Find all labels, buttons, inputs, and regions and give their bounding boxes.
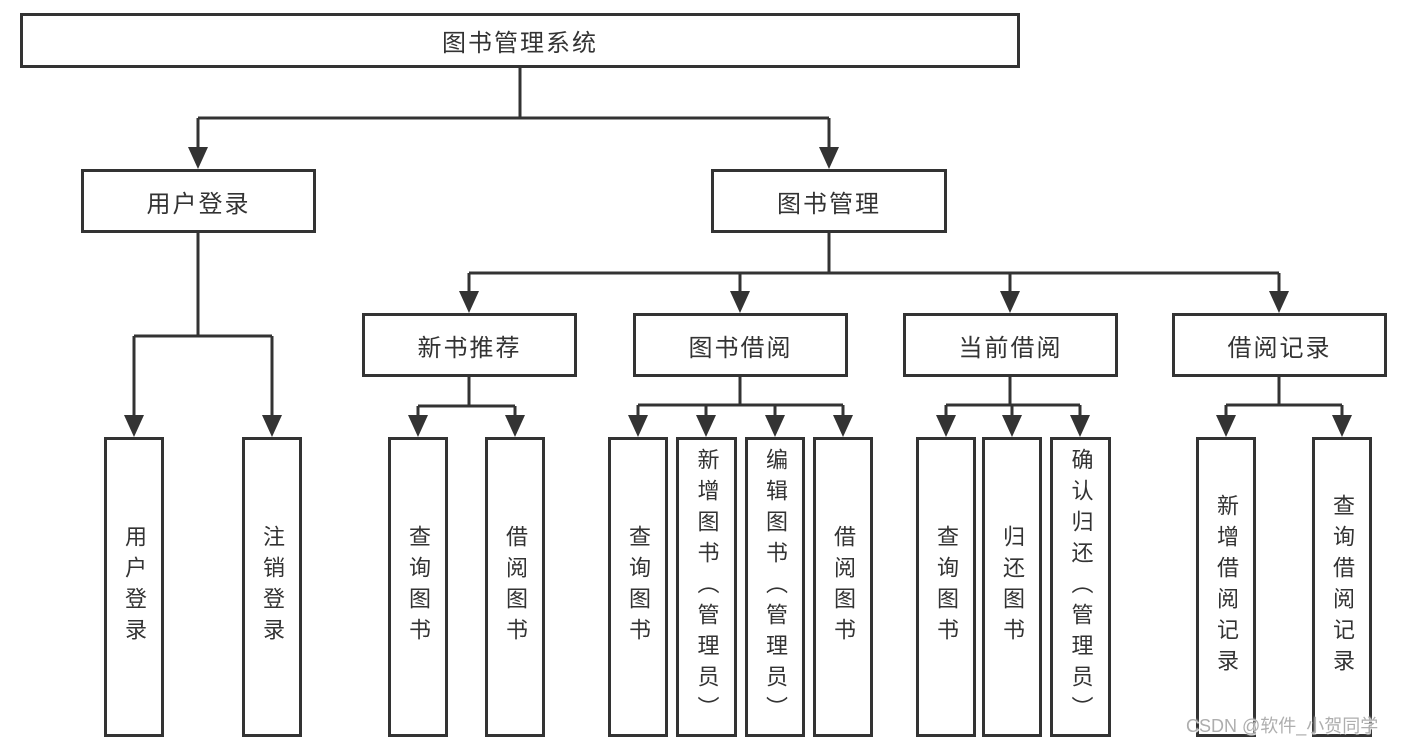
node-borrow-records: 借阅记录 [1172, 313, 1387, 377]
leaf-query-books-borrowing: 查询图书 [608, 437, 668, 737]
node-user-login: 用户登录 [81, 169, 316, 233]
leaf-query-borrow-record: 查询借阅记录 [1312, 437, 1372, 737]
node-library-system: 图书管理系统 [20, 13, 1020, 68]
connector-book-management [459, 233, 1289, 313]
connector-root-to-level2 [188, 68, 839, 169]
node-new-book-recommend: 新书推荐 [362, 313, 577, 377]
leaf-query-books-recommend: 查询图书 [388, 437, 448, 737]
connector-book-borrowing [628, 377, 853, 437]
leaf-add-borrow-record: 新增借阅记录 [1196, 437, 1256, 737]
connector-user-login [124, 233, 282, 437]
leaf-borrow-books-recommend: 借阅图书 [485, 437, 545, 737]
csdn-watermark: CSDN @软件_小贺同学 [1186, 716, 1379, 736]
leaf-edit-book-admin: 编辑图书（管理员） [745, 437, 805, 737]
node-book-borrowing: 图书借阅 [633, 313, 848, 377]
leaf-user-login: 用户登录 [104, 437, 164, 737]
leaf-query-books-current: 查询图书 [916, 437, 976, 737]
connector-current-borrowing [936, 377, 1090, 437]
connector-borrow-records [1216, 377, 1352, 437]
node-book-management: 图书管理 [711, 169, 947, 233]
leaf-add-book-admin: 新增图书（管理员） [676, 437, 737, 737]
leaf-confirm-return-admin: 确认归还（管理员） [1050, 437, 1111, 737]
leaf-return-book: 归还图书 [982, 437, 1042, 737]
connector-new-book-recommend [408, 377, 525, 437]
leaf-borrow-books-borrowing: 借阅图书 [813, 437, 873, 737]
leaf-logout: 注销登录 [242, 437, 302, 737]
node-current-borrowing: 当前借阅 [903, 313, 1118, 377]
